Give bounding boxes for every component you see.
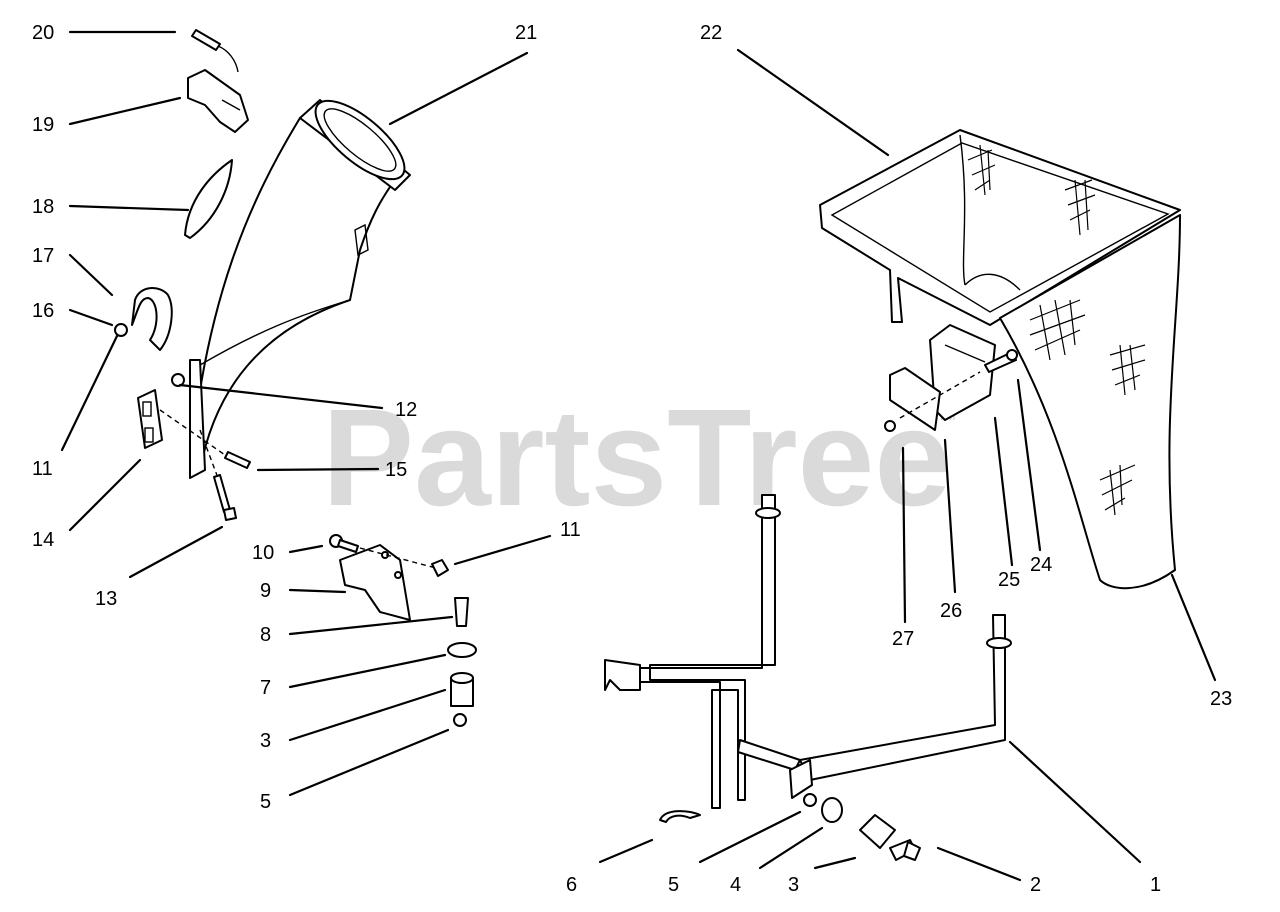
callout-23: 23 [1210,688,1232,710]
callout-22: 22 [700,22,722,44]
bolt-part-10 [329,534,359,553]
callout-21: 21 [515,22,537,44]
callout-11-right: 11 [560,519,581,541]
callout-13: 13 [95,588,117,610]
callout-16: 16 [32,300,54,322]
nut-part-27 [884,420,896,432]
callout-26: 26 [940,600,962,622]
hairpin-part-6 [659,810,701,823]
pin-part-20 [191,29,239,73]
callout-15: 15 [385,459,407,481]
mount-bracket-part-26 [929,324,996,421]
washer-part-7 [447,642,477,658]
callout-12: 12 [395,399,417,421]
callout-2: 2 [1030,874,1041,896]
callout-20: 20 [32,22,54,44]
callout-18: 18 [32,196,54,218]
bracket-part-9 [339,544,411,621]
callout-10: 10 [252,542,274,564]
callout-25: 25 [998,569,1020,591]
bolt-part-24 [984,349,1018,373]
grass-bag-part-23 [959,134,1181,590]
spacer-part-3-right [859,814,896,849]
callout-14: 14 [32,529,54,551]
callout-8: 8 [260,624,271,646]
spring-part-16-17 [131,287,173,351]
callout-24: 24 [1030,554,1052,576]
hinge-part-14 [137,389,163,449]
washer-part-4 [821,797,843,823]
callout-5-right: 5 [668,874,679,896]
callout-5-left: 5 [260,791,271,813]
callout-1: 1 [1150,874,1161,896]
callout-4: 4 [730,874,741,896]
nut-part-5-right [803,793,817,807]
callout-6: 6 [566,874,577,896]
nut-part-11-left [114,323,128,337]
leader-lines [60,30,1217,882]
callout-27: 27 [892,628,914,650]
bag-frame-part-22 [819,129,1181,326]
callout-9: 9 [260,580,271,602]
callout-7: 7 [260,677,271,699]
bolt-part-15 [224,451,251,469]
callout-3-right: 3 [788,874,799,896]
plate-part-25 [889,367,941,431]
spacer-part-3-left [450,672,474,707]
callout-labels: 20 19 18 17 16 11 14 13 12 15 21 10 9 8 … [32,22,1232,896]
nut-part-5-left [453,713,467,727]
bolt-part-13 [213,474,237,521]
latch-part-19 [187,69,249,133]
callout-11-left: 11 [32,458,53,480]
bolt-part-2 [889,839,921,861]
deflector-part-18 [184,159,233,239]
nut-part-11-right [431,559,449,577]
watermark: PartsTree [322,381,951,535]
bolt-part-8 [454,597,469,627]
callout-17: 17 [32,245,54,267]
callout-3-left: 3 [260,730,271,752]
discharge-chute [171,99,411,479]
handle-frame-part-1 [604,494,1012,809]
callout-19: 19 [32,114,54,136]
